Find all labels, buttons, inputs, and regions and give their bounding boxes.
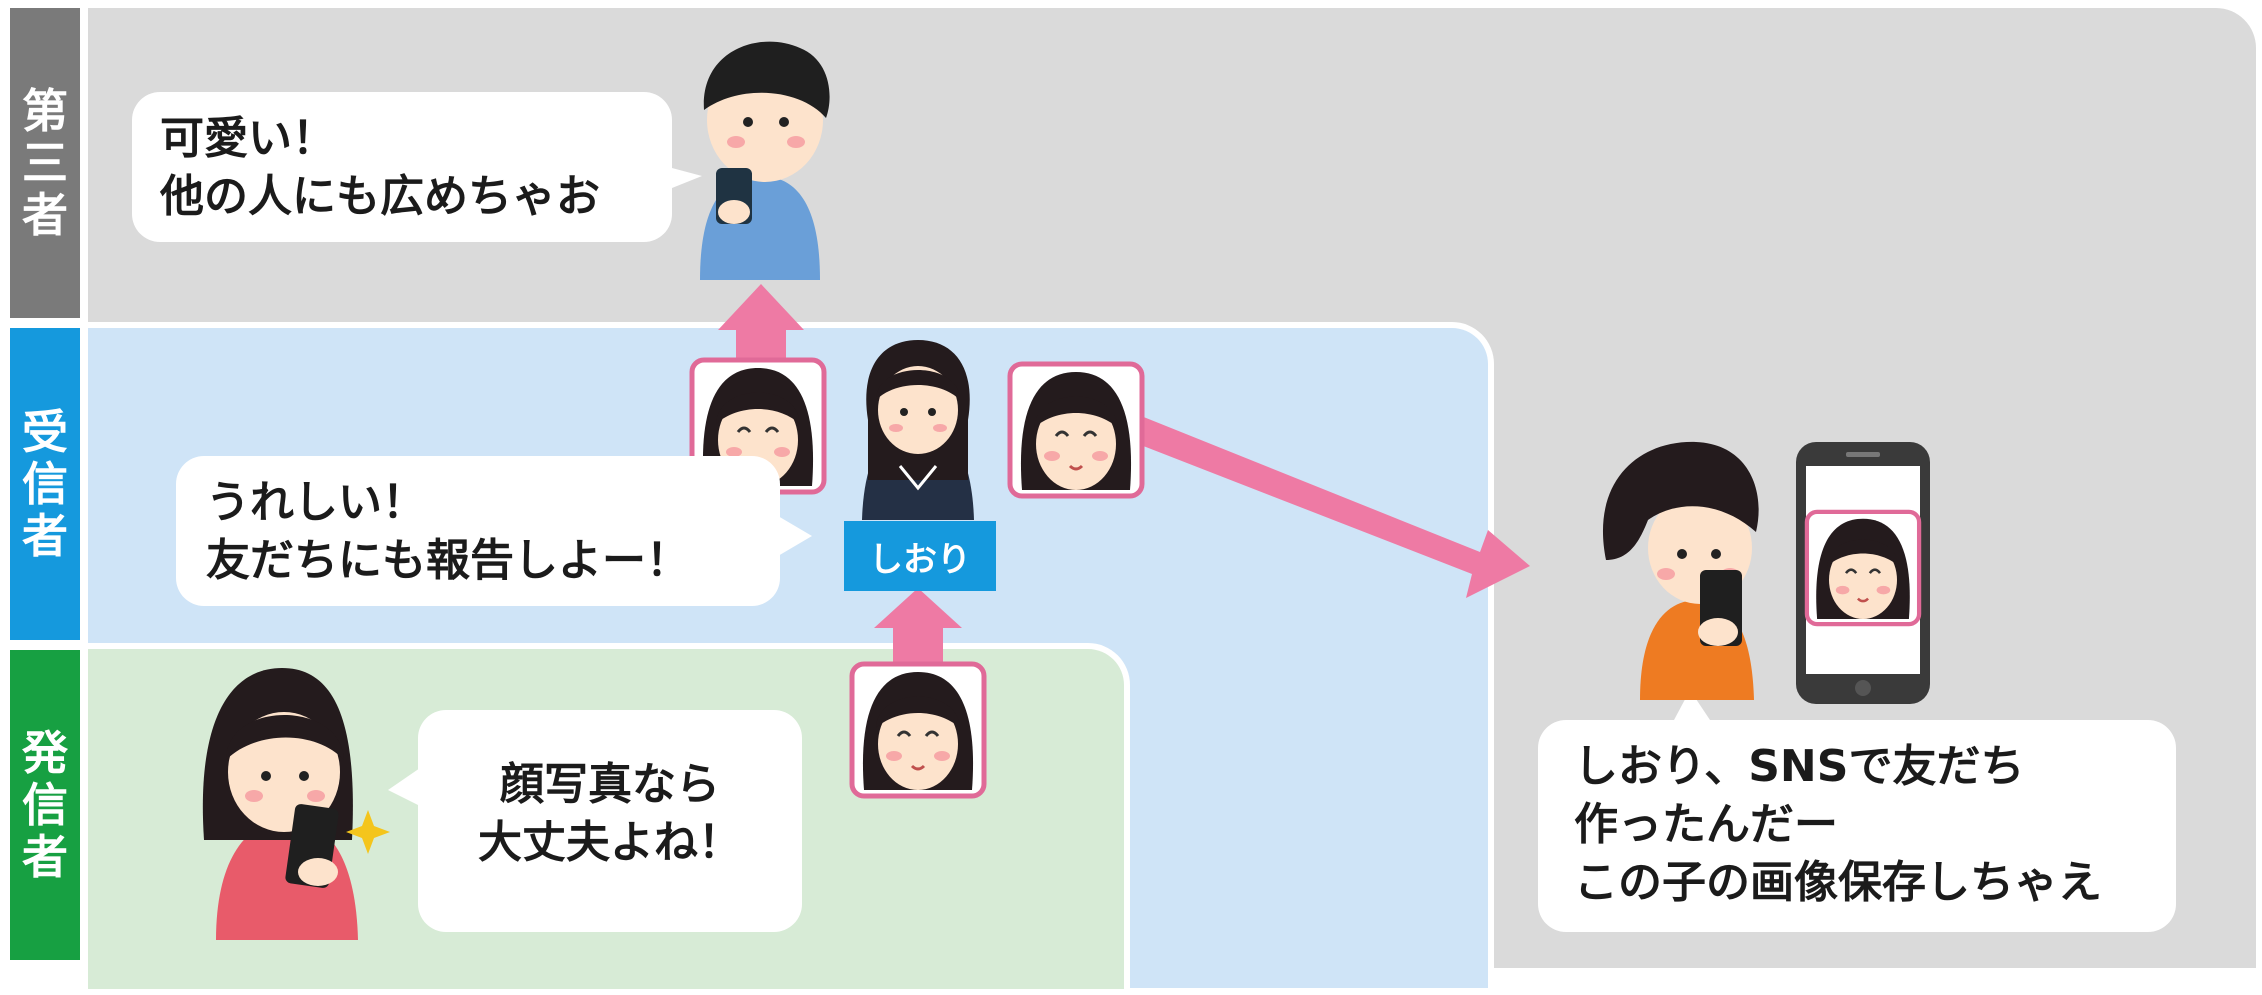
- shared-photo-bottom: [852, 664, 984, 796]
- bubble-line: うれしい！: [206, 477, 426, 528]
- third-party-label: 第三者: [10, 8, 80, 318]
- bubble-line: 作ったんだー: [1574, 799, 1838, 850]
- bubble-tail-sender: [388, 768, 420, 806]
- stranger-girl-figure: [1602, 441, 1759, 700]
- bubble-line: 可愛い！: [160, 113, 336, 164]
- receiver-speech-bubble: うれしい！ 友だちにも報告しよー！: [176, 456, 780, 606]
- shared-photo-right: [1010, 364, 1142, 496]
- bubble-line: 大丈夫よね！: [478, 817, 742, 868]
- bubble-line: この子の画像保存しちゃえ: [1574, 857, 2102, 908]
- name-tag: しおり: [844, 521, 996, 591]
- bubble-line: 友だちにも報告しよー！: [206, 535, 690, 586]
- sender-label: 発信者: [10, 650, 80, 960]
- sender-speech-bubble: 顔写真なら 大丈夫よね！: [418, 710, 802, 932]
- bubble-tail-stranger: [1674, 690, 1710, 720]
- bubble-tail-third: [672, 168, 702, 188]
- bubble-line: 顔写真なら: [500, 759, 720, 810]
- bubble-tail-receiver: [778, 516, 812, 556]
- stranger-speech-bubble: しおり、SNSで友だち 作ったんだー この子の画像保存しちゃえ: [1538, 720, 2176, 932]
- sender-girl-figure: [202, 668, 390, 940]
- third-party-boy-figure: [700, 41, 830, 280]
- bubble-line: 他の人にも広めちゃお: [160, 171, 600, 222]
- receiver-girl-figure: [862, 340, 974, 520]
- diagram-graphics: [202, 41, 1930, 940]
- receiver-label: 受信者: [10, 328, 80, 640]
- saved-photo-on-phone: [1807, 512, 1919, 624]
- bubble-line: しおり、SNSで友だち: [1574, 741, 2025, 792]
- arrow-to-stranger: [1128, 414, 1530, 598]
- arrow-up-to-receiver: [874, 588, 962, 674]
- third-party-speech-bubble: 可愛い！ 他の人にも広めちゃお: [132, 92, 672, 242]
